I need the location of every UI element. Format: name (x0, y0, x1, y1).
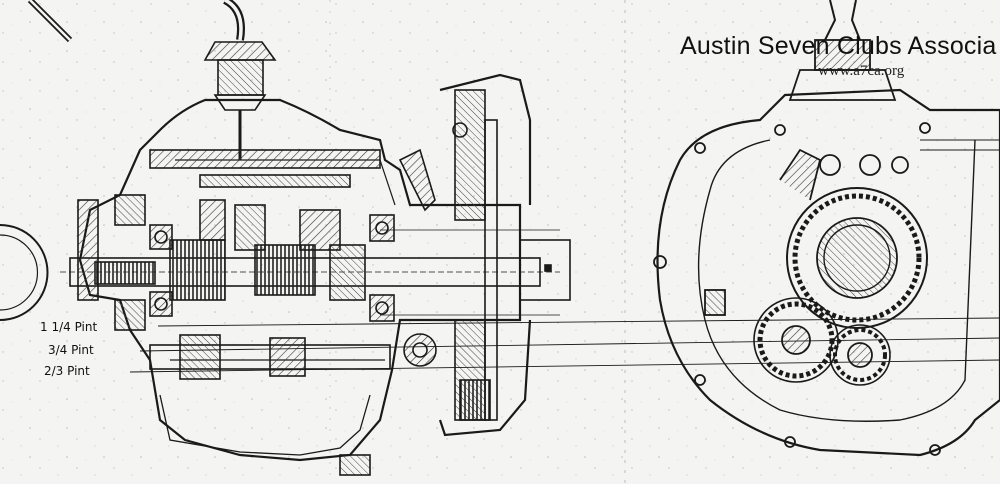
oil-level-label: 1 1/4 Pint (40, 320, 98, 334)
front-section-view (653, 0, 1000, 457)
oil-level-label: 2/3 Pint (44, 364, 90, 378)
brand-website: www.a7ca.org (818, 63, 905, 79)
brand-title: Austin Seven Clubs Associa (680, 32, 997, 60)
side-section-view (0, 0, 571, 476)
oil-level-label: 3/4 Pint (48, 343, 94, 357)
